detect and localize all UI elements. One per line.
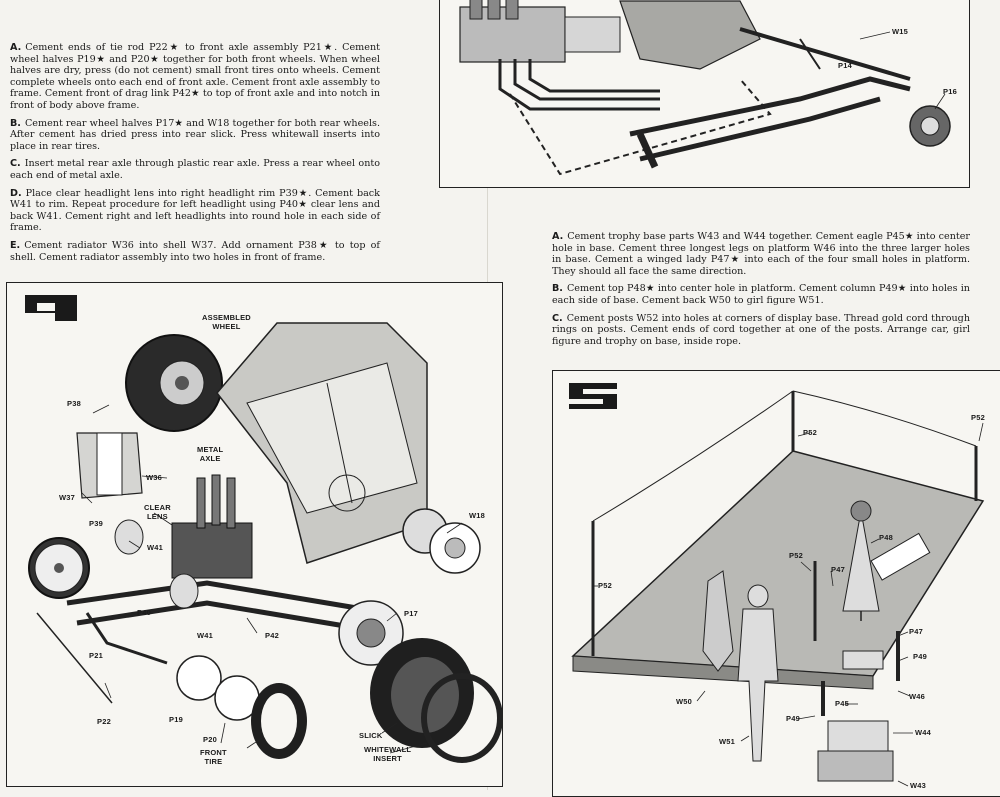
label-clear-lens: CLEAR LENS: [144, 503, 171, 521]
label-w15: W15: [892, 27, 909, 36]
label-w41a: W41: [147, 543, 164, 552]
label-p20: P20: [203, 735, 217, 744]
chassis-drawing: [459, 0, 951, 176]
instruction-a: A.Cement ends of tie rod P22★ to front a…: [10, 42, 380, 111]
label-metal-axle: METAL AXLE: [197, 445, 224, 463]
label-whitewall-insert: WHITEWALL INSERT: [364, 745, 412, 763]
step-5-number: [569, 383, 617, 409]
instruction-b: B.Cement rear wheel halves P17★ and W18 …: [10, 117, 380, 152]
label-w44: W44: [915, 728, 932, 737]
label-p16: P16: [943, 87, 957, 96]
chassis-diagram-panel: W15 P14 P16: [439, 0, 970, 188]
label-assembled-wheel: ASSEMBLED WHEEL: [202, 313, 251, 331]
label-p21: P21: [89, 651, 103, 660]
instruction-c: C.Insert metal rear axle through plastic…: [10, 158, 380, 181]
label-p49-right: P49: [913, 652, 927, 661]
instruction-d: D.Place clear headlight lens into right …: [10, 187, 380, 234]
trophy-instruction-b: B.Cement top P48★ into center hole in pl…: [552, 283, 970, 306]
label-p49-left: P49: [786, 714, 800, 723]
label-p45: P45: [835, 699, 849, 708]
step-4-number: [25, 295, 77, 321]
label-front-tire: FRONT TIRE: [200, 748, 227, 766]
label-w50: W50: [676, 697, 693, 706]
right-instructions: A.Cement trophy base parts W43 and W44 t…: [552, 231, 970, 353]
label-p52-center: P52: [789, 551, 803, 560]
label-w46: W46: [909, 692, 926, 701]
label-w41b: W41: [197, 631, 214, 640]
trophy-instruction-a: A.Cement trophy base parts W43 and W44 t…: [552, 231, 970, 277]
label-p52-left: P52: [598, 581, 612, 590]
label-p42: P42: [265, 631, 279, 640]
label-w51: W51: [719, 737, 736, 746]
step-5-panel: P52 P52 P52 P52 P48 P47 P47 P49 W46 P45 …: [552, 370, 1000, 797]
label-p14: P14: [838, 61, 852, 70]
label-p52-right: P52: [971, 413, 985, 422]
label-p47-left: P47: [831, 565, 845, 574]
label-p48: P48: [879, 533, 893, 542]
label-p39: P39: [89, 519, 103, 528]
label-w43: W43: [910, 781, 927, 790]
step-4-panel: ASSEMBLED WHEEL P38 W36 METAL AXLE W37 C…: [6, 282, 503, 787]
label-p40: P40: [137, 608, 151, 617]
label-slick: SLICK: [359, 731, 383, 740]
label-p38: P38: [67, 399, 81, 408]
left-instructions: A.Cement ends of tie rod P22★ to front a…: [10, 42, 380, 269]
step-5-drawing: [569, 383, 985, 787]
label-p52-top: P52: [803, 428, 817, 437]
label-p17: P17: [404, 609, 418, 618]
step-4-drawing: [25, 295, 502, 763]
instruction-e: E.Cement radiator W36 into shell W37. Ad…: [10, 239, 380, 263]
label-p19: P19: [169, 715, 183, 724]
label-p47-right: P47: [909, 627, 923, 636]
label-w37: W37: [59, 493, 76, 502]
label-w36: W36: [146, 473, 163, 482]
trophy-instruction-c: C.Cement posts W52 into holes at corners…: [552, 312, 970, 347]
label-p22: P22: [97, 717, 111, 726]
label-w18: W18: [469, 511, 486, 520]
